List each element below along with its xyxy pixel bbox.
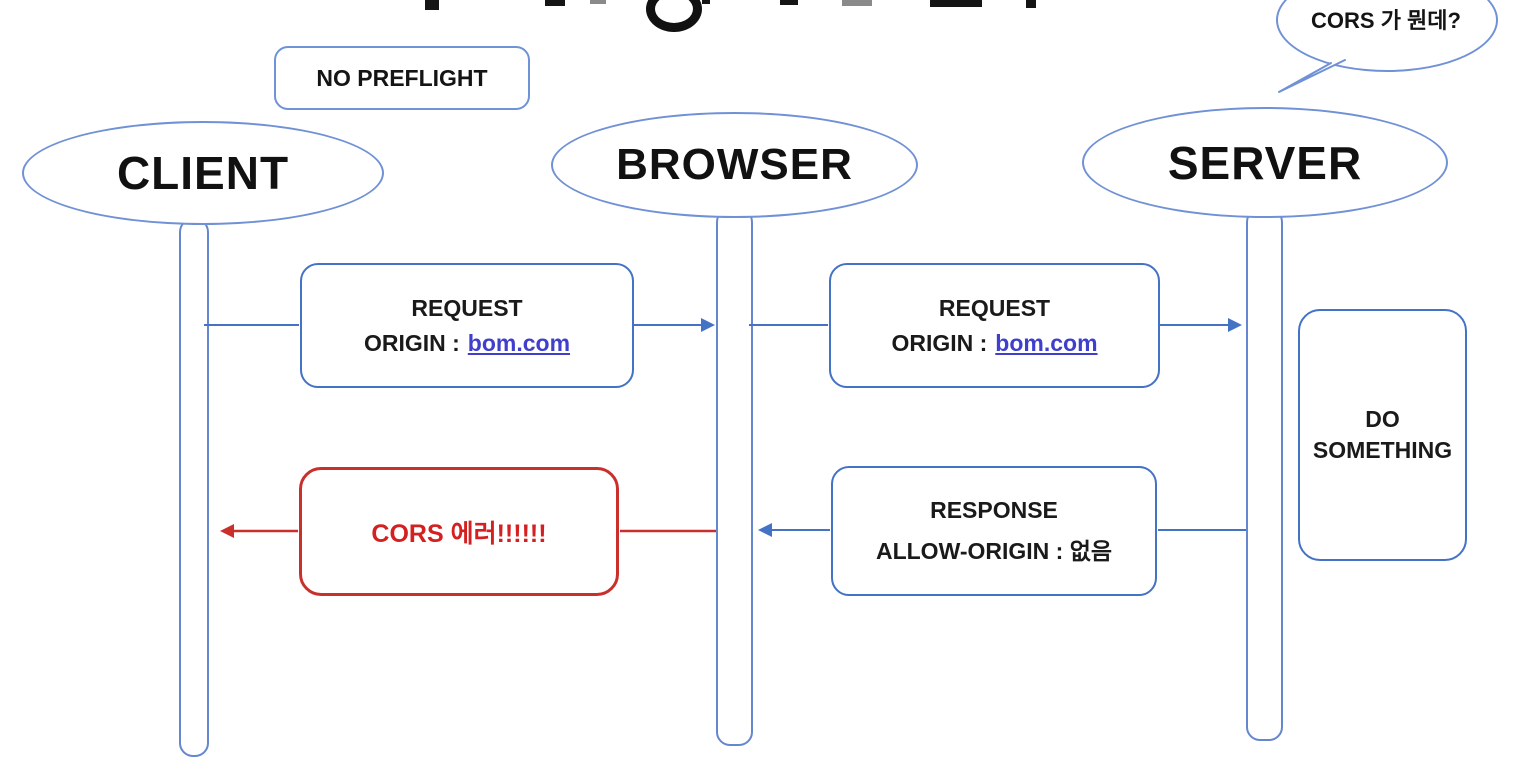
origin-link[interactable]: bom.com <box>467 329 571 356</box>
no-preflight-label: NO PREFLIGHT <box>316 64 488 91</box>
actor-browser: BROWSER <box>551 112 918 218</box>
do-something-line1: DO <box>1365 406 1400 432</box>
request-origin-line: ORIGIN : bom.com <box>891 330 1097 357</box>
origin-label: ORIGIN : <box>363 329 460 356</box>
server-lifeline <box>1246 208 1283 741</box>
response-box-server-browser: RESPONSE ALLOW-ORIGIN : 없음 <box>831 466 1157 596</box>
no-preflight-note: NO PREFLIGHT <box>274 46 530 110</box>
request-title: REQUEST <box>411 294 523 321</box>
request-title: REQUEST <box>938 294 1051 321</box>
actor-server-label: SERVER <box>1167 136 1363 189</box>
arrowhead-right-icon <box>701 318 715 332</box>
title-fragment <box>1026 0 1036 8</box>
title-fragment <box>702 0 710 4</box>
title-fragment <box>425 0 439 10</box>
title-fragment <box>545 0 565 6</box>
title-fragment <box>780 0 798 5</box>
actor-browser-label: BROWSER <box>616 140 853 189</box>
arrowhead-left-icon <box>758 523 772 537</box>
do-something-box: DO SOMETHING <box>1298 309 1467 561</box>
actor-client-label: CLIENT <box>116 147 290 199</box>
title-fragment <box>930 0 982 7</box>
title-fragment <box>842 0 872 6</box>
origin-link[interactable]: bom.com <box>995 329 1098 356</box>
speech-bubble-text: CORS 가 뭔데? <box>1311 8 1461 33</box>
origin-label: ORIGIN : <box>891 329 988 356</box>
title-fragment-g-bowl <box>646 0 702 32</box>
cors-error-label: CORS 에러!!!!!! <box>371 519 547 548</box>
arrowhead-left-red-icon <box>220 524 234 538</box>
response-title: RESPONSE <box>930 496 1058 523</box>
response-detail: ALLOW-ORIGIN : 없음 <box>875 537 1113 564</box>
title-fragment <box>590 0 606 4</box>
cors-error-box: CORS 에러!!!!!! <box>299 467 619 596</box>
browser-lifeline <box>716 208 753 746</box>
request-origin-line: ORIGIN : bom.com <box>364 330 570 357</box>
request-box-browser-server: REQUEST ORIGIN : bom.com <box>829 263 1160 388</box>
actor-client: CLIENT <box>22 121 384 225</box>
do-something-line2: SOMETHING <box>1312 437 1453 463</box>
arrowhead-right-icon <box>1228 318 1242 332</box>
actor-server: SERVER <box>1082 107 1448 218</box>
request-box-client-browser: REQUEST ORIGIN : bom.com <box>300 263 634 388</box>
client-lifeline <box>179 218 209 757</box>
